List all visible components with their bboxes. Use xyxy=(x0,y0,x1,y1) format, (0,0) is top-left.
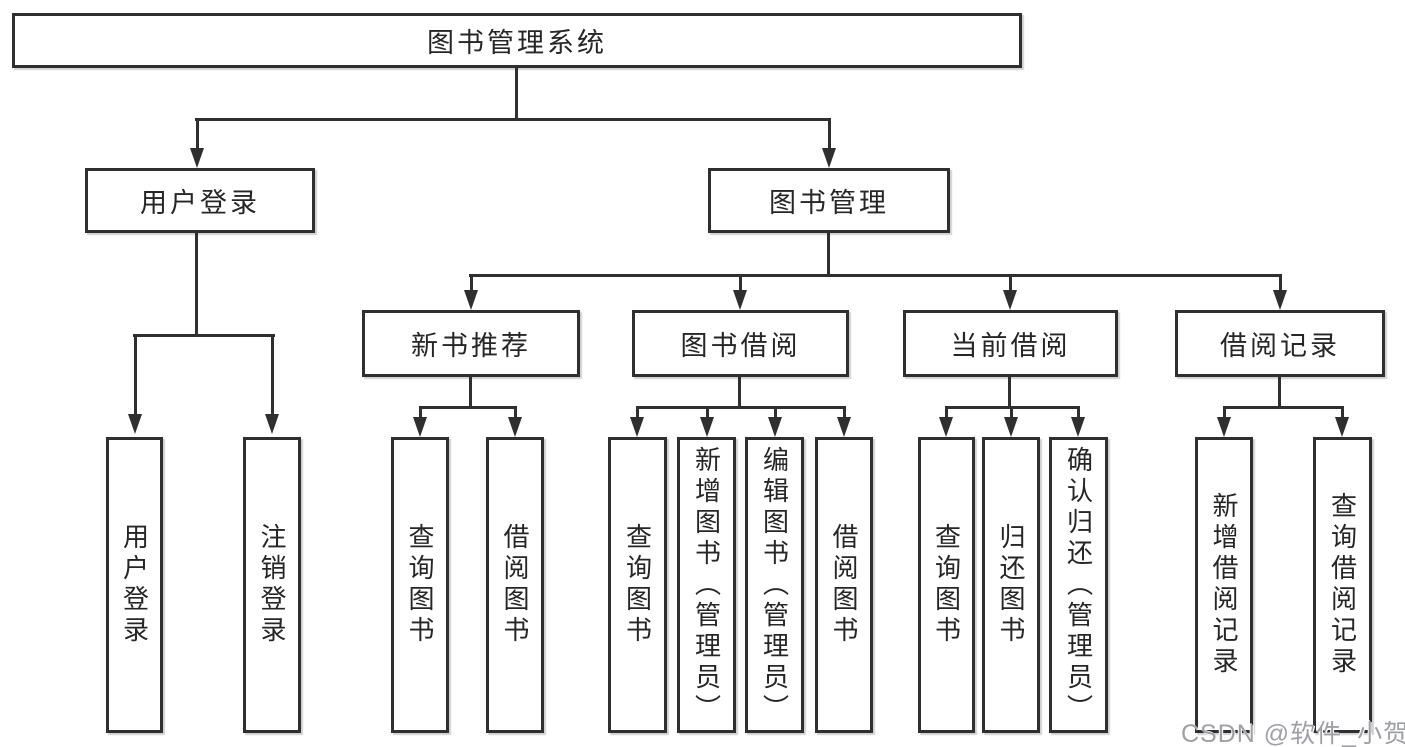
leaf-add-book-admin-label: 新增图书（管理员） xyxy=(691,445,722,725)
connector-line xyxy=(469,274,1282,277)
connector-line xyxy=(1223,406,1343,409)
leaf-edit-book-admin: 编辑图书（管理员） xyxy=(745,437,804,733)
leaf-add-borrow-record-label: 新增借阅记录 xyxy=(1209,492,1239,678)
leaf-borrow-books-borrowing-label: 借阅图书 xyxy=(829,523,859,647)
connector-line xyxy=(827,233,830,277)
leaf-query-books-current-label: 查询图书 xyxy=(931,523,962,647)
arrow-down xyxy=(1273,274,1287,310)
leaf-add-borrow-record: 新增借阅记录 xyxy=(1195,437,1253,733)
node-library-system-label: 图书管理系统 xyxy=(427,28,607,58)
arrow-down xyxy=(733,274,747,310)
watermark: CSDN @软件_小贺同学 xyxy=(1181,720,1405,747)
leaf-return-book-label: 归还图书 xyxy=(996,523,1026,647)
leaf-edit-book-admin-label: 编辑图书（管理员） xyxy=(759,445,790,725)
node-new-book-recommend-label: 新书推荐 xyxy=(411,331,531,361)
arrow-down xyxy=(464,274,478,310)
arrow-down xyxy=(128,334,142,434)
node-new-book-recommend: 新书推荐 xyxy=(362,310,580,377)
leaf-query-borrow-record: 查询借阅记录 xyxy=(1313,437,1372,733)
node-current-borrowing: 当前借阅 xyxy=(903,310,1118,377)
connector-line xyxy=(469,377,472,409)
arrow-down xyxy=(1003,274,1017,310)
leaf-user-login: 用户登录 xyxy=(106,437,163,733)
node-library-system: 图书管理系统 xyxy=(12,13,1022,68)
leaf-borrow-books-borrowing: 借阅图书 xyxy=(815,437,873,733)
connector-line xyxy=(195,233,198,337)
node-book-borrowing-label: 图书借阅 xyxy=(680,331,801,361)
arrow-down xyxy=(1004,406,1018,437)
node-book-management: 图书管理 xyxy=(708,168,950,233)
connector-line xyxy=(419,406,517,409)
leaf-query-books-recommend: 查询图书 xyxy=(391,437,449,733)
connector-line xyxy=(133,334,275,337)
leaf-logout: 注销登录 xyxy=(243,437,301,733)
leaf-query-books-recommend-label: 查询图书 xyxy=(405,523,435,647)
leaf-add-book-admin: 新增图书（管理员） xyxy=(677,437,736,733)
arrow-down xyxy=(1071,406,1085,437)
arrow-down xyxy=(939,406,953,437)
leaf-query-books-current: 查询图书 xyxy=(918,437,975,733)
arrow-down xyxy=(837,406,851,437)
arrow-down xyxy=(190,118,204,168)
leaf-logout-label: 注销登录 xyxy=(257,523,287,647)
arrow-down xyxy=(768,406,782,437)
leaf-return-book: 归还图书 xyxy=(982,437,1040,733)
arrow-down xyxy=(630,406,644,437)
arrow-down xyxy=(822,118,836,168)
connector-line xyxy=(1008,377,1011,409)
node-user-login-label: 用户登录 xyxy=(140,188,260,218)
node-current-borrowing-label: 当前借阅 xyxy=(950,331,1071,361)
arrow-down xyxy=(265,334,279,434)
node-borrowing-records: 借阅记录 xyxy=(1175,310,1385,377)
arrow-down xyxy=(1217,406,1231,437)
connector-line xyxy=(738,377,741,409)
arrow-down xyxy=(508,406,522,437)
connector-line xyxy=(195,118,831,121)
leaf-user-login-label: 用户登录 xyxy=(119,523,150,647)
arrow-down xyxy=(1335,406,1349,437)
leaf-query-books-borrowing: 查询图书 xyxy=(608,437,667,733)
node-book-management-label: 图书管理 xyxy=(769,188,889,218)
leaf-borrow-books-recommend-label: 借阅图书 xyxy=(500,523,530,647)
connector-line xyxy=(515,68,518,119)
arrow-down xyxy=(413,406,427,437)
connector-line xyxy=(636,406,844,409)
arrow-down xyxy=(700,406,714,437)
leaf-confirm-return-admin-label: 确认归还（管理员） xyxy=(1063,445,1094,725)
leaf-query-borrow-record-label: 查询借阅记录 xyxy=(1327,492,1358,678)
node-book-borrowing: 图书借阅 xyxy=(632,310,849,377)
leaf-query-books-borrowing-label: 查询图书 xyxy=(622,523,653,647)
leaf-borrow-books-recommend: 借阅图书 xyxy=(486,437,544,733)
node-borrowing-records-label: 借阅记录 xyxy=(1220,331,1340,361)
leaf-confirm-return-admin: 确认归还（管理员） xyxy=(1049,437,1108,733)
node-user-login: 用户登录 xyxy=(85,168,315,233)
connector-line xyxy=(1278,377,1281,409)
